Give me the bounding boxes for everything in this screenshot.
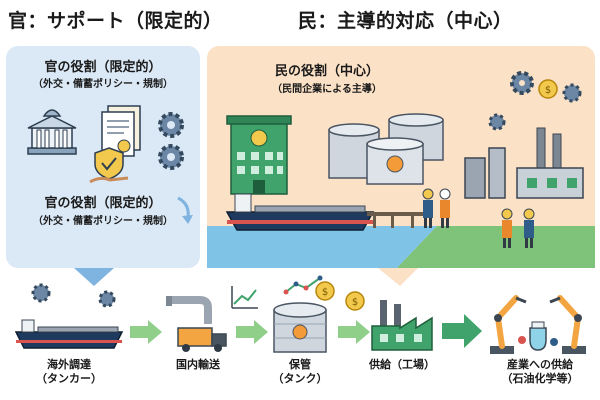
coin-icon: $ — [538, 79, 558, 99]
callout-pointer — [378, 268, 418, 286]
private-panel: 民の役割（中心） （民間企業による主導） $ — [207, 46, 595, 268]
gear-icon — [98, 290, 116, 308]
workers-icon — [422, 188, 451, 228]
private-header: 民：主導的対応（中心） — [298, 10, 513, 32]
svg-text:$: $ — [545, 85, 551, 96]
curved-arrow-icon — [177, 196, 193, 224]
office-building-icon — [226, 115, 292, 195]
harbor-scene — [207, 226, 595, 268]
step-label-industrial-supply: 産業への供給 （石油化学等） — [501, 358, 579, 385]
svg-text:$: $ — [322, 287, 328, 298]
factory-icon — [371, 300, 433, 351]
step-label-supply-factory: 供給（工場） — [369, 358, 435, 371]
coin-icon: $ — [315, 281, 335, 301]
trend-icon — [283, 275, 323, 295]
document-icon — [101, 105, 141, 157]
gov-role-sub: （外交・備蓄ポリシー・規制） — [33, 79, 173, 90]
gov-role-sub-2: （外交・備蓄ポリシー・規制） — [33, 216, 173, 227]
step-label-domestic-transport: 国内輸送 — [176, 358, 220, 371]
gear-icon — [31, 283, 51, 303]
gear-icon — [158, 144, 184, 170]
flow-arrow — [442, 314, 482, 348]
flow-arrow — [338, 320, 370, 344]
down-arrow-icon — [74, 268, 114, 286]
gear-icon — [158, 112, 184, 138]
refinery-icon — [464, 127, 584, 199]
chart-icon — [231, 286, 258, 309]
step-label-procurement: 海外調達 （タンカー） — [36, 358, 102, 385]
coin-icon: $ — [345, 291, 365, 311]
tanker-ship-icon — [14, 319, 124, 349]
pier-icon — [367, 212, 427, 228]
gear-icon — [510, 71, 534, 95]
private-role-title: 民の役割（中心） — [274, 64, 379, 79]
pipeline-truck-icon — [166, 296, 227, 352]
gov-role-title-2: 官の役割（限定的） — [44, 196, 162, 211]
gear-icon — [562, 83, 582, 103]
storage-tank-icon — [273, 302, 327, 353]
svg-text:$: $ — [352, 297, 358, 308]
private-role-sub: （民間企業による主導） — [272, 84, 382, 95]
gov-panel: 官の役割（限定的） （外交・備蓄ポリシー・規制） 官の役割（限定的） （外交・備… — [6, 46, 200, 268]
workers-icon — [501, 208, 535, 248]
gov-role-title: 官の役割（限定的） — [44, 60, 162, 75]
tanker-ship-icon — [225, 193, 375, 231]
gear-icon — [488, 113, 506, 131]
storage-tanks-icon — [328, 113, 444, 185]
shield-hand-icon — [89, 147, 129, 184]
flow-arrow — [130, 320, 162, 344]
step-label-storage: 保管 （タンク） — [272, 358, 328, 385]
gov-header: 官：サポート（限定的） — [8, 10, 223, 32]
robotic-arm-icon — [490, 295, 586, 354]
government-building-icon — [27, 109, 77, 155]
flow-arrow — [236, 320, 268, 344]
